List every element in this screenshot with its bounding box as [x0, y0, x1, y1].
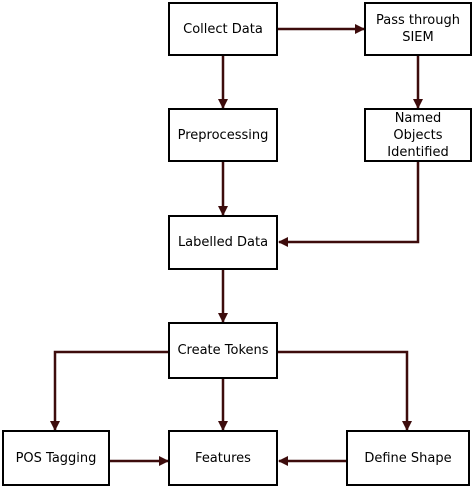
- node-pass-through-siem: Pass through SIEM: [364, 2, 472, 56]
- edge-named-to-labelled: [278, 162, 420, 247]
- node-create-tokens: Create Tokens: [168, 322, 278, 379]
- edge-tokens-to-pos: [50, 350, 168, 431]
- edge-tokens-to-shape: [278, 350, 412, 431]
- node-preprocessing: Preprocessing: [168, 108, 278, 162]
- node-named-objects-identified: Named Objects Identified: [364, 108, 472, 162]
- node-define-shape: Define Shape: [346, 430, 470, 486]
- node-pos-tagging: POS Tagging: [2, 430, 110, 486]
- node-labelled-data: Labelled Data: [168, 215, 278, 270]
- node-collect-data: Collect Data: [168, 2, 278, 56]
- node-features: Features: [168, 430, 278, 486]
